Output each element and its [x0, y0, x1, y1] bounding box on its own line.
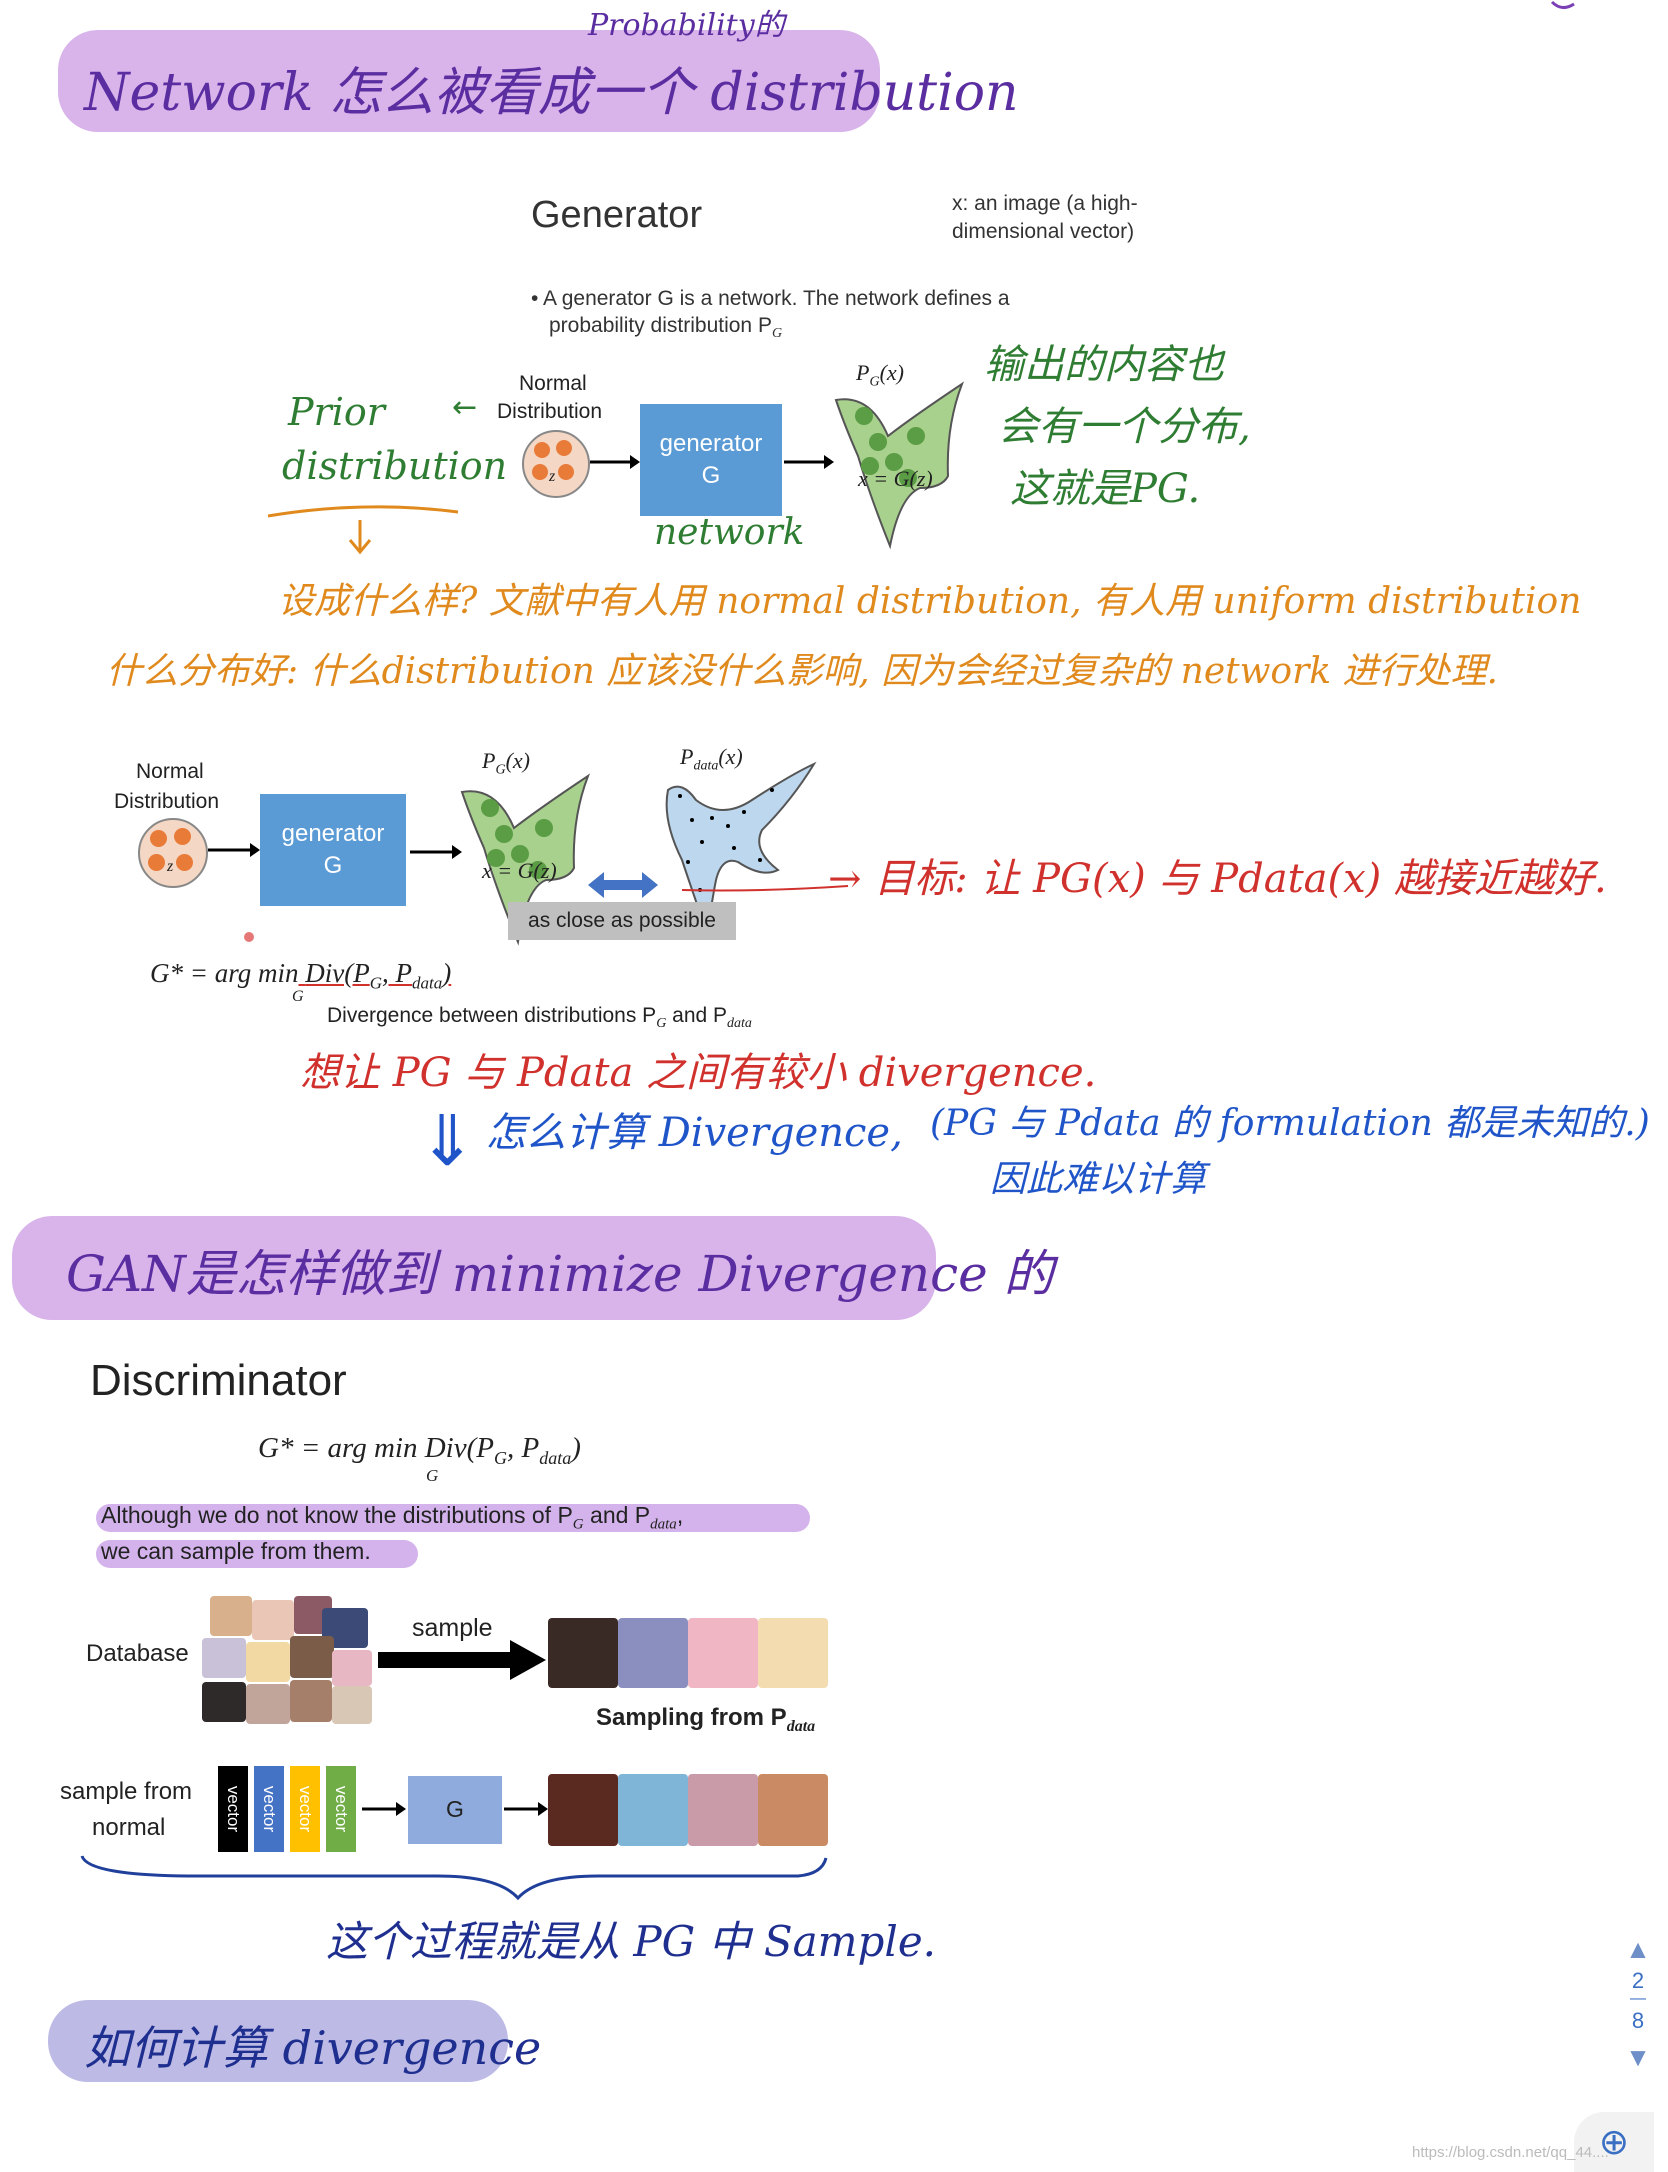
- blue-note-4: 这个过程就是从 PG 中 Sample.: [326, 1917, 937, 1966]
- heading-highlight: [58, 30, 880, 132]
- generator-label: generator: [659, 429, 763, 457]
- text-highlight: [96, 1504, 810, 1532]
- slide1-note-2: dimensional vector): [952, 220, 1135, 243]
- slide3-title: Discriminator: [90, 1356, 347, 1405]
- blue-note-3: 因此难以计算: [990, 1159, 1207, 1200]
- database-collage: [202, 1596, 372, 1724]
- zoom-icon: ⊕: [1598, 2121, 1630, 2163]
- distribution-label: Distribution: [497, 400, 603, 423]
- arrow-icon: [590, 455, 640, 469]
- orange-note-1: 设成什么样? 文献中有人用 normal distribution, 有人用 u…: [278, 581, 1582, 622]
- heading-3: 如何计算 divergence: [84, 2021, 542, 2075]
- double-arrow-icon: [588, 872, 658, 898]
- vector-yellow: vector: [290, 1766, 320, 1852]
- green-note-2: 会有一个分布,: [998, 404, 1251, 450]
- sample-arrow-label: sample: [412, 1614, 493, 1642]
- arrow-icon: [208, 843, 260, 857]
- watermark: https://blog.csdn.net/qq_44....: [1412, 2144, 1609, 2161]
- prior-distribution-note: distribution: [282, 444, 508, 488]
- page-separator: —: [1630, 1990, 1646, 2007]
- generator-g: G: [323, 852, 343, 879]
- page-number: 2: [1631, 1968, 1645, 1993]
- sample-from-label: sample from: [60, 1778, 193, 1805]
- arrow-icon: [362, 1802, 406, 1816]
- equation: G* = arg min Div(PG, Pdata): [258, 1432, 581, 1468]
- orange-note-2: 什么分布好: 什么distribution 应该没什么影响, 因为会经过复杂的 …: [106, 651, 1498, 692]
- heading-2: GAN是怎样做到 minimize Divergence 的: [66, 1245, 1054, 1303]
- generator-g: G: [701, 462, 721, 489]
- underline-mark: [267, 505, 459, 555]
- page-down-button[interactable]: ▼: [1625, 2042, 1651, 2072]
- page-up-button[interactable]: ▲: [1625, 1934, 1651, 1964]
- down-arrow: ⇓: [418, 1100, 477, 1182]
- distribution-label: Distribution: [114, 790, 220, 813]
- red-dot: [244, 932, 254, 942]
- slide1-bullet-2: probability distribution PG: [549, 314, 783, 342]
- vector-green: vector: [326, 1766, 356, 1852]
- generator-label: generator: [281, 819, 385, 847]
- normal-label: normal: [92, 1814, 166, 1841]
- normal-label: Normal: [519, 372, 587, 395]
- divergence-caption: Divergence between distributions PG and …: [327, 1004, 752, 1032]
- arrow-icon: [504, 1802, 548, 1816]
- pg-blob: [834, 381, 965, 550]
- brace-mark: [80, 1855, 828, 1901]
- generator-box: generator G: [640, 404, 782, 516]
- real-samples-strip: [548, 1618, 828, 1688]
- normal-label: Normal: [136, 760, 204, 783]
- equation-subscript: G: [426, 1466, 439, 1485]
- blue-note-2: (PG 与 Pdata 的 formulation 都是未知的.): [930, 1103, 1650, 1144]
- text-highlight: [96, 1540, 418, 1568]
- zoom-button[interactable]: ⊕: [1574, 2112, 1654, 2172]
- ink-mark: [1550, 0, 1575, 9]
- z-label: z: [549, 468, 556, 485]
- sample-line-2: we can sample from them.: [101, 1538, 371, 1564]
- arrow-icon: [410, 845, 462, 859]
- equation-subscript: G: [292, 988, 304, 1005]
- vector-blue: vector: [254, 1766, 284, 1852]
- blue-note-1: 怎么计算 Divergence,: [486, 1110, 903, 1156]
- sampling-label: Sampling from Pdata: [596, 1704, 816, 1735]
- prior-arrow: ←: [452, 390, 478, 425]
- red-arrow: [681, 885, 849, 892]
- noise-circle: [138, 818, 208, 888]
- z-label: z: [167, 858, 174, 875]
- g-box: G: [408, 1776, 502, 1844]
- database-label: Database: [86, 1640, 189, 1667]
- xg-label: x = G(z): [858, 466, 933, 491]
- close-caption: as close as possible: [508, 902, 736, 940]
- pg-label: PG(x): [856, 360, 904, 390]
- heading-1: Network 怎么被看成一个 distribution: [84, 63, 1019, 123]
- pg-label: PG(x): [482, 748, 530, 778]
- arrow-icon: [784, 455, 834, 469]
- heading-highlight: [12, 1216, 936, 1320]
- sample-line-1: Although we do not know the distribution…: [101, 1502, 684, 1533]
- equation: G* = arg min Div(PG, Pdata): [150, 958, 452, 993]
- noise-circle: [522, 430, 590, 498]
- network-note: network: [654, 512, 805, 553]
- heading-highlight: [48, 2000, 508, 2082]
- generator-box: generator G: [260, 794, 406, 906]
- goal-note: → 目标: 让 PG(x) 与 Pdata(x) 越接近越好.: [828, 856, 1607, 902]
- sample-arrow-icon: [378, 1640, 546, 1680]
- slide1-note: x: an image (a high-: [952, 192, 1138, 215]
- generated-samples-strip: [548, 1774, 828, 1846]
- slide1-title: Generator: [531, 194, 703, 236]
- xg-label: x = G(z): [482, 858, 557, 883]
- prior-note: Prior: [288, 390, 385, 434]
- red-note-2: 想让 PG 与 Pdata 之间有较小 divergence.: [300, 1050, 1097, 1096]
- green-note-1: 输出的内容也: [984, 342, 1224, 388]
- green-note-3: 这就是PG.: [1010, 466, 1201, 512]
- vector-black: vector: [218, 1766, 248, 1852]
- slide1-bullet: • A generator G is a network. The networ…: [531, 287, 1010, 310]
- page-total: 8: [1631, 2008, 1645, 2033]
- pdata-label: Pdata(x): [680, 744, 743, 774]
- pg-blob: [460, 773, 591, 946]
- heading-1-annotation: Probability的: [588, 8, 785, 43]
